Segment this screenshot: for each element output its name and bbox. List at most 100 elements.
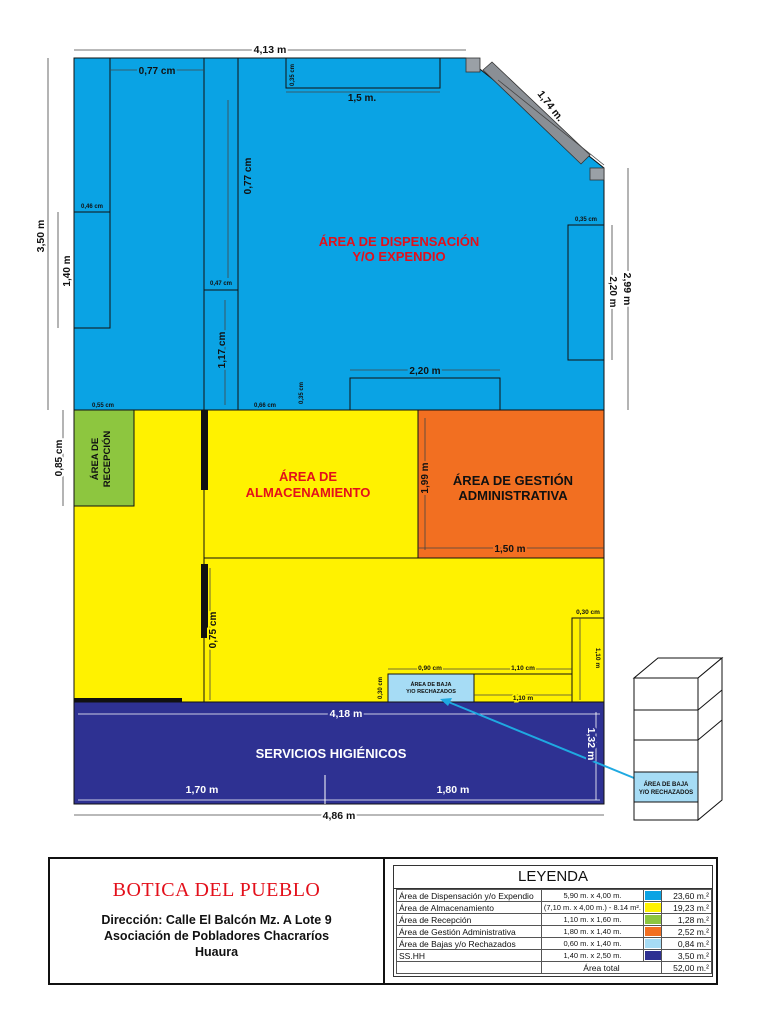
dim-077-horizontal: 0,77 cm xyxy=(139,66,176,77)
dim-035-right: 0,35 cm xyxy=(575,217,597,223)
corner-column-top xyxy=(465,57,481,73)
label-gestion-1: ÁREA DE GESTIÓN xyxy=(453,473,573,488)
legend-area-name: Área de Dispensación y/o Expendio xyxy=(396,889,542,902)
dim-418: 4,18 m xyxy=(330,708,363,720)
label-dispensacion-2: Y/O EXPENDIO xyxy=(352,249,445,264)
address-line-3: Huaura xyxy=(194,945,239,959)
floor-plan: 4,13 m 4,86 m 3,50 m 1,74 m. 2,99 m 0,77… xyxy=(33,42,724,824)
dim-bottom-width: 4,86 m xyxy=(323,810,356,822)
legend-area-name: SS.HH xyxy=(396,949,542,962)
dim-right-height: 2,99 m xyxy=(621,273,633,306)
legend-area-value: 0,84 m.² xyxy=(661,937,712,950)
dim-075: 0,75 cm xyxy=(208,612,219,649)
title-info: BOTICA DEL PUEBLO Dirección: Calle El Ba… xyxy=(50,859,385,983)
label-recepcion-2: RECEPCIÓN xyxy=(101,431,113,488)
dim-140: 1,40 m xyxy=(62,255,73,286)
dim-055: 0,55 cm xyxy=(92,403,114,409)
dim-117: 1,17 cm xyxy=(217,332,228,369)
legend-area-dims: (7,10 m. x 4,00 m.) - 8.14 m². xyxy=(540,901,645,914)
corner-column-right xyxy=(589,167,605,181)
legend: LEYENDA Área de Dispensación y/o Expendi… xyxy=(393,865,713,977)
legend-total-label: Área total xyxy=(540,961,663,974)
legend-swatch xyxy=(642,889,663,902)
dim-030-b: 0,30 cm xyxy=(378,677,384,699)
dim-132: 1,32 m xyxy=(585,728,597,761)
area-gestion xyxy=(417,409,605,559)
area-recepcion xyxy=(73,409,135,507)
shelf-top xyxy=(285,57,441,89)
legend-swatch-color xyxy=(644,939,661,948)
label-baja-shelf-1: ÁREA DE BAJA xyxy=(644,781,689,788)
legend-swatch-color xyxy=(644,951,661,960)
legend-swatch xyxy=(642,901,663,914)
shelf-right xyxy=(567,224,605,361)
legend-area-value: 2,52 m.² xyxy=(661,925,712,938)
legend-swatch-color xyxy=(644,915,661,924)
dim-035-top: 0,35 cm xyxy=(290,64,296,86)
legend-area-dims: 5,90 m. x 4,00 m. xyxy=(540,889,645,902)
legend-swatch xyxy=(642,937,663,950)
legend-area-dims: 0,60 m. x 1,40 m. xyxy=(540,937,645,950)
dim-left-height: 3,50 m xyxy=(35,220,47,253)
dim-220-bottom: 2,20 m xyxy=(409,366,440,377)
wall-segment-2 xyxy=(201,564,208,638)
legend-swatch xyxy=(642,949,663,962)
label-recepcion-1: ÁREA DE xyxy=(90,438,101,480)
label-gestion-2: ADMINISTRATIVA xyxy=(458,488,568,503)
diagonal-shelf xyxy=(482,61,591,165)
legend-row: Área de Almacenamiento(7,10 m. x 4,00 m.… xyxy=(396,901,712,914)
dim-199: 1,99 m xyxy=(420,462,431,493)
address-line-2: Asociación de Pobladores Chacraríos xyxy=(103,929,330,943)
area-servicios xyxy=(73,701,605,805)
address-line-1: Dirección: Calle El Balcón Mz. A Lote 9 xyxy=(101,913,332,927)
shelf-isometric xyxy=(632,656,724,822)
dim-066: 0,66 cm xyxy=(254,403,276,409)
legend-swatch xyxy=(642,913,663,926)
legend-area-name: Área de Bajas y/o Rechazados xyxy=(396,937,542,950)
legend-area-name: Área de Almacenamiento xyxy=(396,901,542,914)
area-baja xyxy=(387,673,475,703)
legend-area-value: 3,50 m.² xyxy=(661,949,712,962)
label-dispensacion-1: ÁREA DE DISPENSACIÓN xyxy=(319,234,480,249)
legend-swatch-color xyxy=(644,927,661,936)
baja-arrow-head xyxy=(440,698,452,706)
legend-area-value: 19,23 m.² xyxy=(661,901,712,914)
dim-085: 0,85 cm xyxy=(54,440,65,477)
legend-area-value: 1,28 m.² xyxy=(661,913,712,926)
dim-150: 1,50 m xyxy=(494,544,525,555)
legend-area-name: Área de Recepción xyxy=(396,913,542,926)
dim-046: 0,46 cm xyxy=(81,204,103,210)
label-almacenamiento-2: ALMACENAMIENTO xyxy=(246,485,371,500)
legend-area-dims: 1,80 m. x 1,40 m. xyxy=(540,925,645,938)
brand-title: BOTICA DEL PUEBLO xyxy=(112,879,321,901)
dim-15: 1,5 m. xyxy=(348,93,377,104)
legend-total-value: 52,00 m.² xyxy=(661,961,712,974)
legend-area-value: 23,60 m.² xyxy=(661,889,712,902)
dim-220-right: 2,20 m xyxy=(607,276,618,307)
label-servicios: SERVICIOS HIGIÉNICOS xyxy=(256,746,407,761)
dim-077-vertical: 0,77 cm xyxy=(243,158,254,195)
label-baja-1: ÁREA DE BAJA xyxy=(410,681,451,688)
wall-segment-3 xyxy=(74,698,182,704)
dim-180: 1,80 m xyxy=(437,784,470,796)
dim-170: 1,70 m xyxy=(186,784,219,796)
dim-top-width: 4,13 m xyxy=(254,44,287,56)
wall-segment-1 xyxy=(201,410,208,490)
label-baja-shelf-2: Y/O RECHAZADOS xyxy=(639,790,693,796)
legend-title: LEYENDA xyxy=(394,866,712,889)
label-almacenamiento-1: ÁREA DE xyxy=(279,469,337,484)
legend-swatch-color xyxy=(644,891,661,900)
dim-030: 0,30 cm xyxy=(576,609,600,616)
dim-047: 0,47 cm xyxy=(210,281,232,287)
dim-035-mid: 0,35 cm xyxy=(299,382,305,404)
baja-arrow-line xyxy=(445,700,635,779)
label-baja-2: Y/O RECHAZADOS xyxy=(406,689,456,695)
shelf-left xyxy=(73,57,111,329)
legend-swatch-color xyxy=(644,903,661,912)
